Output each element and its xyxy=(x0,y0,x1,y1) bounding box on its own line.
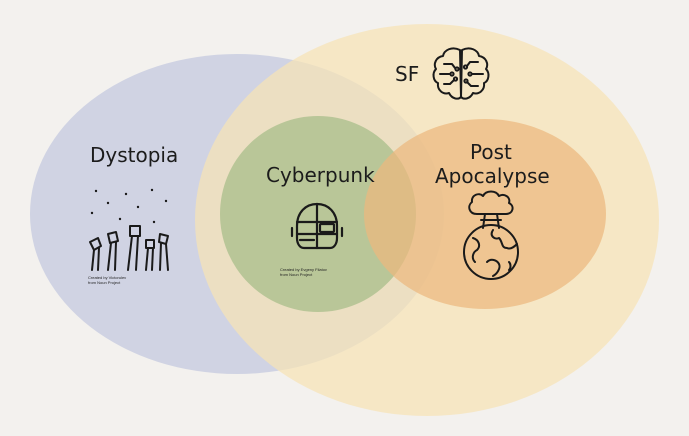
brain-circuit-icon xyxy=(432,47,490,100)
cyberpunk-icon-credit: Created by Evgeny Filatov from Noun Proj… xyxy=(280,267,327,277)
post-label: Post xyxy=(470,140,512,164)
sf-label: SF xyxy=(395,62,420,86)
dystopia-credit-line-1: Created by Victorulev xyxy=(88,275,127,280)
cyberpunk-label: Cyberpunk xyxy=(266,163,375,187)
dystopia-label: Dystopia xyxy=(90,143,179,167)
robot-helmet-icon xyxy=(290,202,344,250)
cyberpunk-credit-line-2: from Noun Project xyxy=(280,271,313,277)
dystopia-credit-line-2: from Noun Project xyxy=(88,279,121,285)
raised-fists-crowd-icon xyxy=(89,188,169,271)
cyberpunk-credit-line-1: Created by Evgeny Filatov xyxy=(280,267,327,272)
apocalypse-label: Apocalypse xyxy=(435,164,550,188)
dystopia-icon-credit: Created by Victorulev from Noun Project xyxy=(88,275,127,285)
nuclear-earth-icon xyxy=(463,190,519,280)
